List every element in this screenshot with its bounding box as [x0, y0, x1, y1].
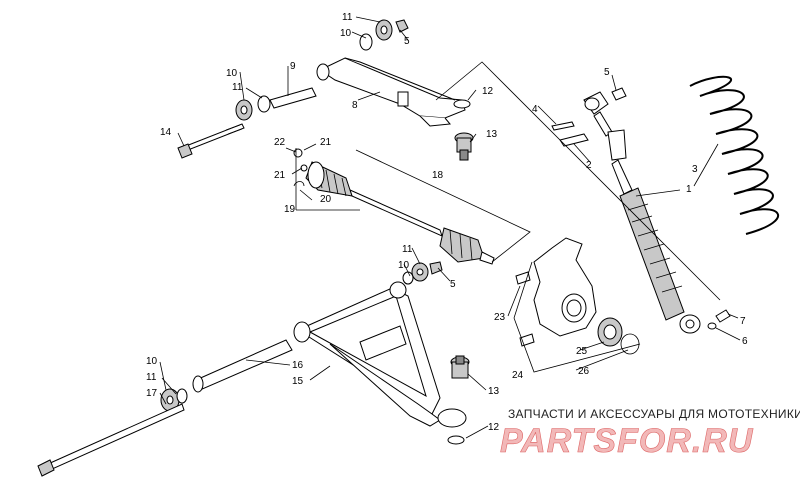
- shock-absorber: [551, 87, 731, 334]
- label-10b: 10: [226, 68, 238, 79]
- label-18: 18: [432, 170, 444, 181]
- label-12a: 12: [482, 86, 494, 97]
- label-20: 20: [320, 194, 332, 205]
- steering-knuckle: [515, 237, 640, 355]
- part-labels: 11 10 5 10 11 9 8 12 13 14 22 21 21 18 2…: [146, 12, 748, 433]
- label-10c: 10: [398, 260, 410, 271]
- label-6: 6: [742, 336, 748, 347]
- label-8: 8: [352, 100, 358, 111]
- label-21a: 21: [320, 137, 332, 148]
- lower-ball-joint: [447, 355, 470, 445]
- label-13a: 13: [486, 129, 498, 140]
- label-26: 26: [578, 366, 590, 377]
- cv-axle: [293, 148, 495, 265]
- leader-lines: [159, 16, 741, 439]
- label-16: 16: [292, 360, 304, 371]
- label-9: 9: [290, 61, 296, 72]
- label-21b: 21: [274, 170, 286, 181]
- group-brackets: [295, 61, 721, 373]
- bolt-17: [37, 403, 185, 477]
- label-12b: 12: [488, 422, 500, 433]
- label-3: 3: [692, 164, 698, 175]
- label-19: 19: [284, 204, 296, 215]
- label-11a: 11: [342, 12, 353, 23]
- watermark-logo: PARTSFOR.RU: [500, 422, 754, 460]
- coil-spring: [689, 75, 779, 235]
- label-10a: 10: [340, 28, 352, 39]
- label-5a: 5: [404, 36, 410, 47]
- label-11c: 11: [402, 244, 413, 255]
- label-4: 4: [532, 104, 538, 115]
- label-1: 1: [686, 184, 692, 195]
- lower-a-arm: [293, 281, 467, 428]
- label-7: 7: [740, 316, 746, 327]
- label-10d: 10: [146, 356, 158, 367]
- upper-ball-joint: [453, 99, 474, 161]
- label-17: 17: [146, 388, 158, 399]
- watermark: ЗАПЧАСТИ И АКСЕССУАРЫ ДЛЯ МОТОТЕХНИКИ PA…: [500, 407, 800, 460]
- label-11d: 11: [146, 372, 157, 383]
- label-11b: 11: [232, 82, 243, 93]
- upper-a-arm: [316, 57, 466, 127]
- label-5c: 5: [450, 279, 456, 290]
- label-24: 24: [512, 370, 524, 381]
- label-13b: 13: [488, 386, 500, 397]
- bolt-14: [177, 123, 245, 159]
- label-25: 25: [576, 346, 588, 357]
- lower-pivot-parts: [160, 261, 443, 412]
- label-2: 2: [586, 160, 592, 171]
- label-5b: 5: [604, 67, 610, 78]
- label-15: 15: [292, 376, 304, 387]
- watermark-tagline: ЗАПЧАСТИ И АКСЕССУАРЫ ДЛЯ МОТОТЕХНИКИ: [508, 407, 800, 421]
- label-14: 14: [160, 127, 172, 138]
- label-22: 22: [274, 137, 286, 148]
- upper-pivot-parts: [235, 19, 409, 121]
- label-23: 23: [494, 312, 506, 323]
